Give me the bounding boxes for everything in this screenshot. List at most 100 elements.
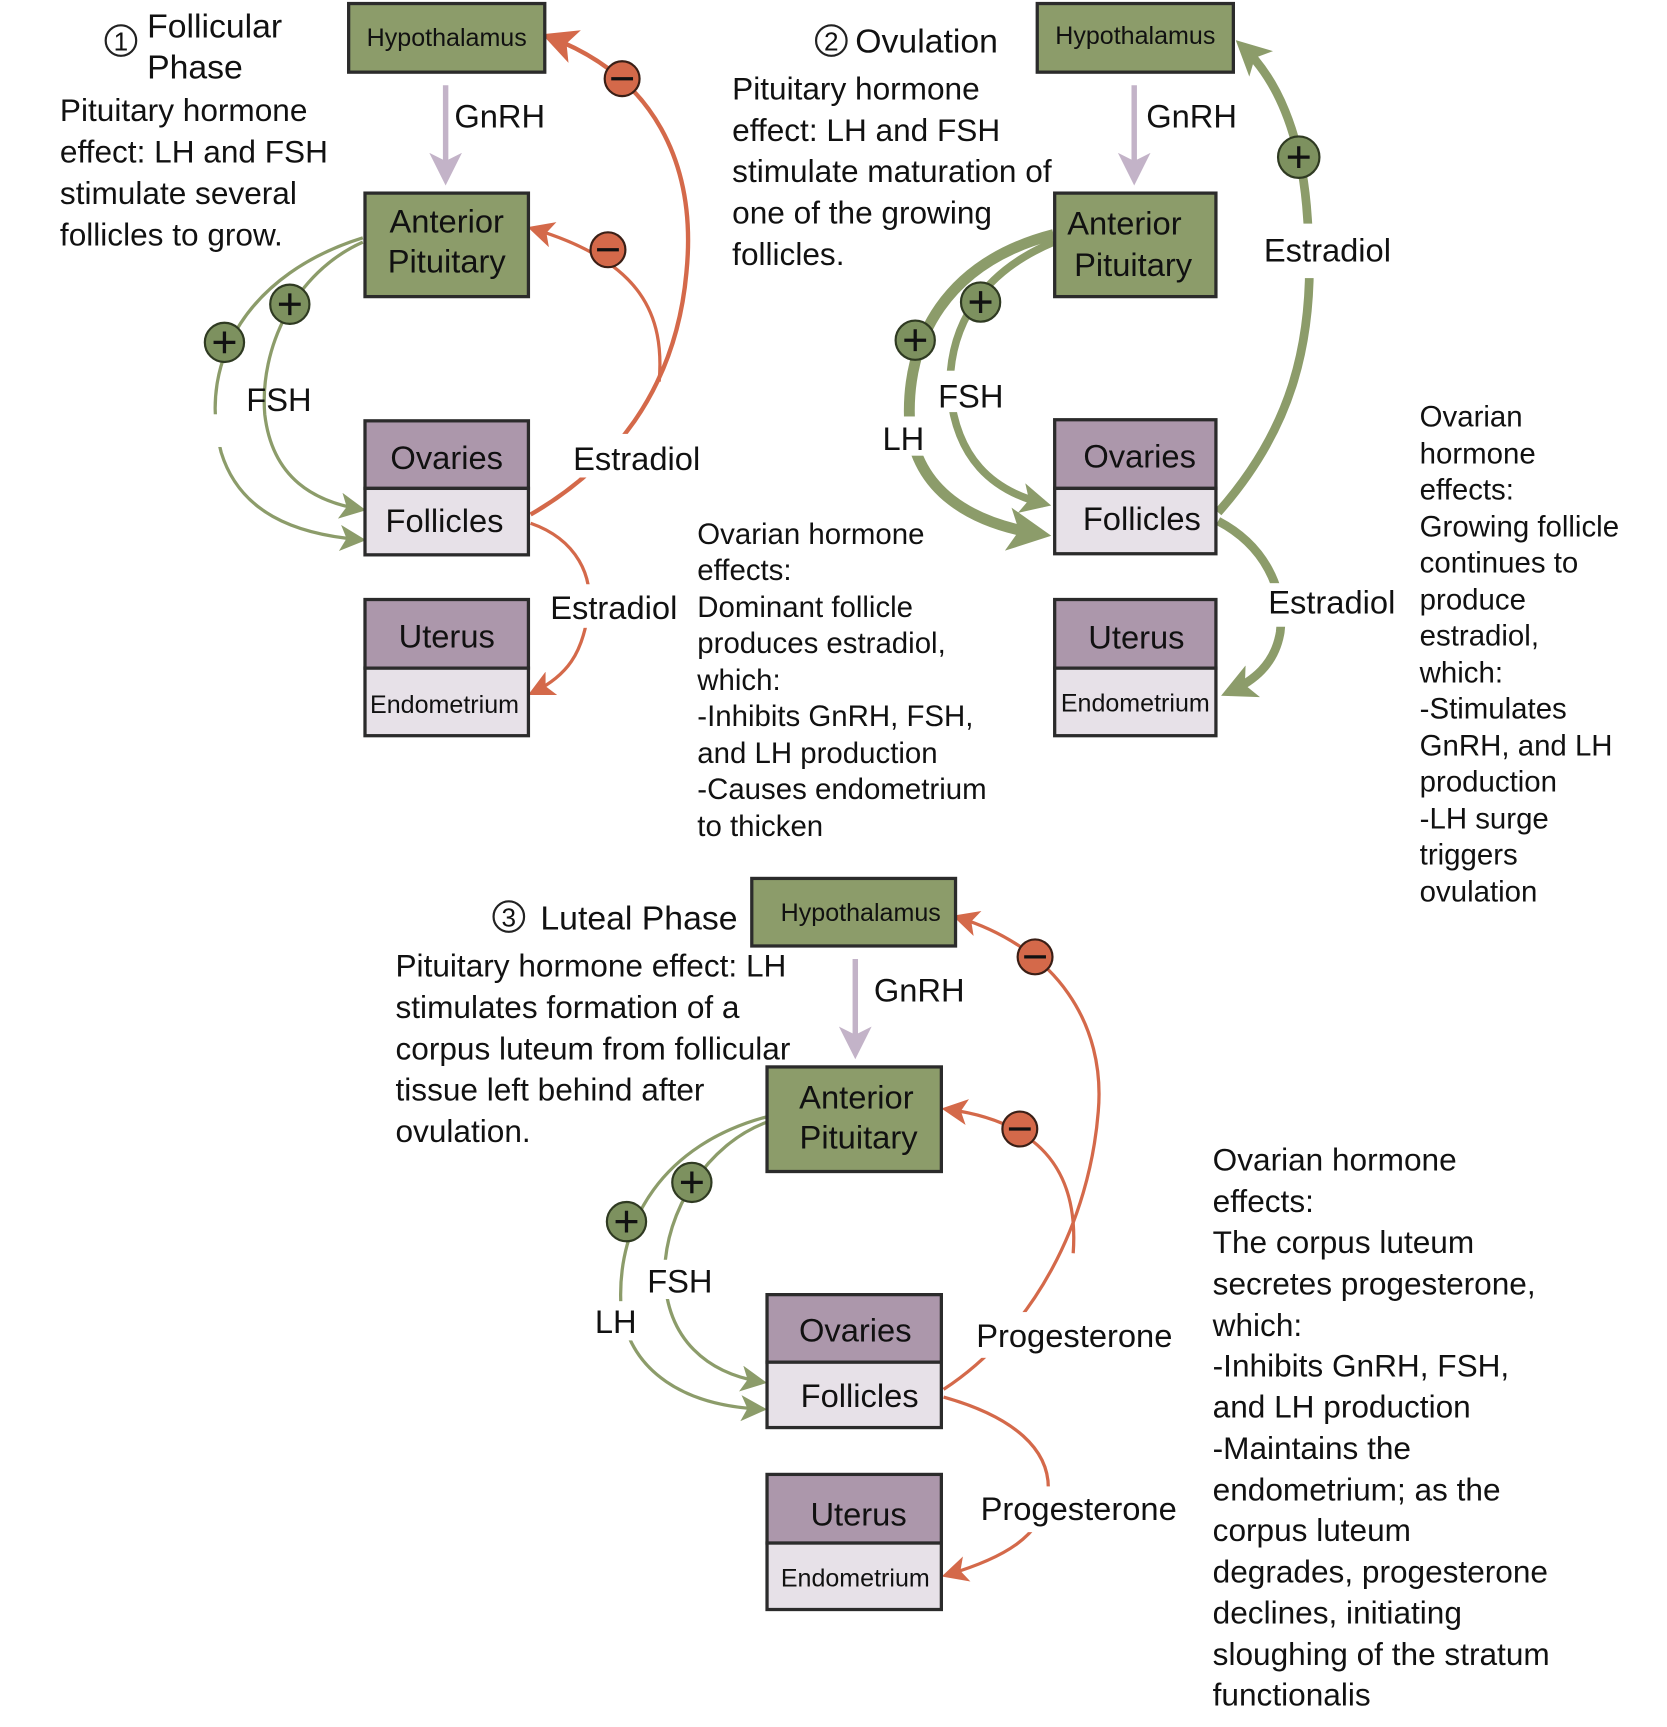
hypothalamus-label: Hypothalamus xyxy=(781,899,941,927)
progesterone-pituitary-feedback-arrow xyxy=(941,1099,1076,1254)
uterus-label: Uterus xyxy=(1088,619,1184,656)
label-bg xyxy=(592,1301,643,1341)
text-line: Ovarian hormone xyxy=(1213,1141,1457,1177)
text-line: which: xyxy=(1419,656,1503,689)
ovarian-effect-text: Ovarian hormone effects: Dominant follic… xyxy=(696,518,986,843)
uterus-label: Uterus xyxy=(810,1496,906,1533)
lh-label: LH xyxy=(883,420,925,457)
plus-sign-lh xyxy=(203,321,246,364)
text-line: Pituitary hormone xyxy=(60,92,307,128)
text-line: which: xyxy=(1212,1307,1303,1343)
text-line: -Causes endometrium xyxy=(697,773,986,806)
phase-number: 1 xyxy=(114,26,129,56)
hypothalamus-label: Hypothalamus xyxy=(367,24,527,52)
text-line: Pituitary hormone effect: LH xyxy=(396,947,787,983)
phase-number-badge: 3 xyxy=(492,900,526,933)
text-line: -LH surge xyxy=(1420,802,1549,835)
text-line: Dominant follicle xyxy=(697,591,913,624)
hypothalamus-box: Hypothalamus xyxy=(750,876,958,948)
text-line: follicles. xyxy=(732,236,844,272)
lh-label: LH xyxy=(595,1303,637,1340)
estradiol-feedback-label: Estradiol xyxy=(1264,232,1391,269)
text-line: declines, initiating xyxy=(1213,1595,1462,1631)
ovarian-effect-text: Ovarian hormone effects: The corpus lute… xyxy=(1212,1141,1550,1712)
label-bg xyxy=(880,416,931,456)
text-line: -Inhibits GnRH, FSH, xyxy=(697,700,973,733)
plus-sign-fsh xyxy=(671,1161,713,1204)
follicles-label: Follicles xyxy=(801,1377,919,1414)
arrow-gap xyxy=(207,414,240,447)
ovaries-box: Ovaries Follicles xyxy=(1053,418,1218,556)
endometrium-label: Endometrium xyxy=(1061,690,1210,718)
estradiol-uterus-label: Estradiol xyxy=(550,589,677,626)
text-line: -Stimulates xyxy=(1420,692,1567,725)
label-bg xyxy=(1263,583,1408,627)
minus-sign-hypothalamus xyxy=(1016,938,1054,976)
text-line: Ovarian xyxy=(1420,400,1523,433)
text-line: effect: LH and FSH xyxy=(60,134,328,170)
label-bg xyxy=(972,1312,1194,1358)
panel-ovulation: 2 Ovulation Pituitary hormone effect: LH… xyxy=(732,1,1619,908)
pituitary-label: Anterior xyxy=(1067,205,1182,242)
pituitary-label: Anterior xyxy=(799,1078,914,1115)
label-bg xyxy=(645,1259,720,1299)
gnrh-label: GnRH xyxy=(1146,98,1237,135)
text-line: effect: LH and FSH xyxy=(732,112,1000,148)
hypothalamus-box: Hypothalamus xyxy=(347,1,547,74)
plus-sign-lh xyxy=(605,1200,648,1243)
text-line: degrades, progesterone xyxy=(1213,1553,1548,1589)
progesterone-feedback-label: Progesterone xyxy=(976,1317,1172,1354)
text-line: continues to xyxy=(1420,546,1579,579)
fsh-label: FSH xyxy=(938,378,1003,415)
text-line: Ovarian hormone xyxy=(697,518,924,551)
minus-sign-hypothalamus xyxy=(603,60,641,98)
minus-sign-pituitary xyxy=(1001,1110,1039,1148)
uterus-box: Uterus Endometrium xyxy=(1053,597,1218,738)
text-line: corpus luteum xyxy=(1213,1512,1411,1548)
progesterone-uterus-arrow xyxy=(941,1395,1050,1582)
uterus-box: Uterus Endometrium xyxy=(363,597,531,738)
progesterone-uterus-label: Progesterone xyxy=(981,1490,1177,1527)
plus-sign-lh xyxy=(894,319,936,361)
text-line: secretes progesterone, xyxy=(1213,1266,1536,1302)
text-line: hormone xyxy=(1420,437,1536,470)
text-line: sloughing of the stratum xyxy=(1213,1636,1550,1672)
text-line: production xyxy=(1420,765,1557,798)
text-line: Pituitary hormone xyxy=(732,70,979,106)
follicles-label: Follicles xyxy=(386,502,504,539)
gnrh-label: GnRH xyxy=(454,98,545,135)
hypothalamus-label: Hypothalamus xyxy=(1055,22,1215,50)
estradiol-uterus-arrow xyxy=(1216,517,1286,698)
plus-sign-fsh xyxy=(959,281,1002,323)
anterior-pituitary-box: Anterior Pituitary xyxy=(363,191,531,299)
number-circle-icon xyxy=(814,24,848,57)
ovaries-label: Ovaries xyxy=(799,1311,912,1348)
ovarian-effect-text: Ovarian hormone effects: Growing follicl… xyxy=(1419,400,1619,908)
text-line: effects: xyxy=(1213,1183,1314,1219)
anterior-pituitary-box: Anterior Pituitary xyxy=(1053,191,1218,299)
text-line: -Maintains the xyxy=(1213,1430,1411,1466)
text-line: which: xyxy=(696,664,780,697)
ovaries-label: Ovaries xyxy=(390,439,503,476)
gnrh-label: GnRH xyxy=(874,972,965,1009)
pituitary-effect-text: Pituitary hormone effect: LH and FSH sti… xyxy=(60,92,328,252)
text-line: to thicken xyxy=(697,810,823,843)
text-line: stimulate several xyxy=(60,175,297,211)
phase-title: Follicular xyxy=(147,7,282,45)
phase-number-badge: 2 xyxy=(814,24,848,57)
phase-title: Ovulation xyxy=(855,23,998,61)
text-line: follicles to grow. xyxy=(60,216,283,252)
phase-number: 3 xyxy=(502,902,517,932)
hypothalamus-box: Hypothalamus xyxy=(1035,1,1235,74)
minus-sign-pituitary xyxy=(589,231,627,269)
ovaries-label: Ovaries xyxy=(1083,438,1196,475)
phase-title: Luteal Phase xyxy=(540,900,737,938)
label-bg xyxy=(937,370,1014,413)
pituitary-effect-text: Pituitary hormone effect: LH and FSH sti… xyxy=(732,70,1052,272)
uterus-box: Uterus Endometrium xyxy=(765,1472,943,1612)
endometrium-label: Endometrium xyxy=(781,1565,930,1593)
fsh-label: FSH xyxy=(647,1262,712,1299)
pituitary-label-line2: Pituitary xyxy=(1074,246,1193,283)
